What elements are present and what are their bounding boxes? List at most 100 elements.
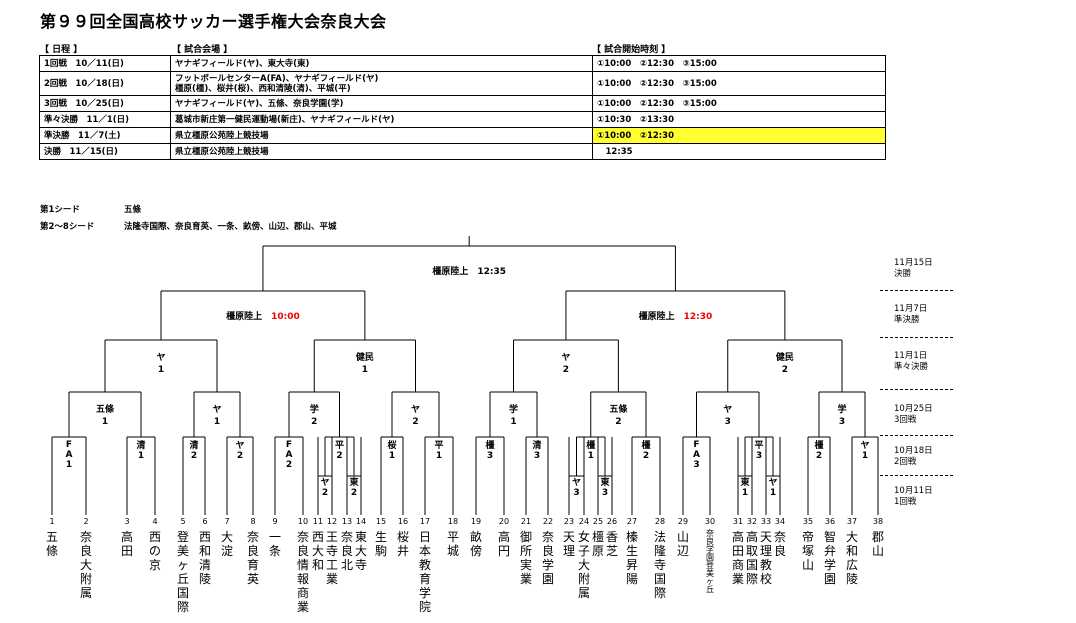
team-number: 35	[803, 517, 813, 526]
qf-venue: 健民	[355, 353, 374, 363]
team-name: 奈良北	[340, 530, 354, 572]
team-name: 天理	[562, 530, 576, 558]
team-number: 27	[627, 517, 637, 526]
team-number: 36	[825, 517, 835, 526]
r2-marker-char: 桜	[387, 441, 397, 451]
team-name: 日本教育学院	[418, 530, 432, 614]
r2-marker-char: 1	[435, 451, 443, 461]
team-number-text: 36	[824, 517, 836, 526]
header-date: 【 日程 】	[40, 45, 83, 55]
team-name: 桜井	[396, 530, 410, 558]
team-number-text: 24	[578, 517, 590, 526]
team-name: 榛生昇陽	[625, 530, 639, 586]
team-name-text: 女子大附属	[577, 530, 590, 600]
team-number: 12	[327, 517, 337, 526]
r3-venue: ヤ	[212, 405, 222, 415]
team-number-text: 4	[152, 517, 158, 526]
r2-marker-char: F	[285, 440, 293, 450]
team-number-text: 22	[542, 517, 554, 526]
team-number-text: 13	[341, 517, 353, 526]
r1-marker-char: 2	[321, 488, 329, 498]
team-number: 32	[747, 517, 757, 526]
r2-marker-char: 橿	[641, 441, 651, 451]
team-name-text: 香芝	[605, 530, 618, 558]
team-name: 畝傍	[469, 530, 483, 558]
team-name: 大和広陵	[845, 530, 859, 586]
r3-venue: 学	[837, 405, 847, 415]
team-number-text: 3	[124, 517, 130, 526]
team-number: 15	[376, 517, 386, 526]
qf-label: 健民 1	[356, 352, 374, 376]
team-name: 智弁学園	[823, 530, 837, 586]
team-name-text: 平城	[446, 530, 459, 558]
r2-marker-char: 平	[754, 441, 764, 451]
team-number: 1	[49, 517, 54, 526]
team-number: 37	[847, 517, 857, 526]
team-name-text: 登美ヶ丘国際	[176, 530, 189, 614]
venue-line: 橿原(橿)、桜井(桜)、西和清陵(清)、平城(平)	[175, 83, 351, 94]
team-name: 郡山	[871, 530, 885, 558]
team-name: 法隆寺国際	[653, 530, 667, 600]
team-name: 大淀	[220, 530, 234, 558]
r2-marker-char: 1	[861, 451, 869, 461]
team-name: 登美ヶ丘国際	[176, 530, 190, 614]
team-number-text: 23	[563, 517, 575, 526]
schedule-row: 3回戦 10／25(日) ヤナギフィールド(ヤ)、五條、奈良学園(学) ①10:…	[39, 95, 886, 112]
team-number: 26	[607, 517, 617, 526]
r2-marker-char: A	[693, 450, 700, 460]
team-number: 31	[733, 517, 743, 526]
team-number-text: 34	[774, 517, 786, 526]
r2-marker-char: 1	[65, 460, 73, 470]
r2-marker-char: 2	[190, 451, 198, 461]
team-number-text: 5	[180, 517, 186, 526]
qf-num: 2	[562, 365, 570, 375]
team-name-text: 奈良	[773, 530, 786, 558]
r3-venue: 五條	[609, 405, 628, 415]
team-name: 香芝	[605, 530, 619, 558]
other-seeds: 第2～8シード 法隆寺国際、奈良育英、一条、畝傍、山辺、郡山、平城	[40, 220, 337, 232]
first-seed-label: 第1シード	[40, 205, 80, 215]
team-number: 38	[873, 517, 883, 526]
team-name-text: 天理教校	[759, 530, 772, 586]
r1-marker-char: 1	[741, 488, 749, 498]
team-name-text: 高田	[120, 530, 133, 558]
team-number-text: 15	[375, 517, 387, 526]
team-name-text: 橿原	[591, 530, 604, 558]
r3-num: 1	[213, 417, 221, 427]
team-name-text: 大和広陵	[845, 530, 858, 586]
team-name: 奈良学園	[541, 530, 555, 586]
r2-marker-char: F	[65, 440, 73, 450]
team-number-text: 29	[677, 517, 689, 526]
team-name-text: 大淀	[220, 530, 233, 558]
team-name-text: 高円	[497, 530, 510, 558]
team-name-text: 御所実業	[519, 530, 532, 586]
r1-marker-char: 3	[573, 488, 580, 498]
team-name-text: 奈良学園登美ヶ丘	[706, 529, 714, 594]
team-name-text: 東大寺	[354, 530, 367, 572]
team-number: 34	[775, 517, 785, 526]
qf-num: 1	[361, 365, 369, 375]
round-date: 10月11日	[894, 486, 933, 496]
venue-line: フットボールセンターA(FA)、ヤナギフィールド(ヤ)	[175, 73, 379, 84]
qf-num: 2	[781, 365, 789, 375]
round-date: 10月25日	[894, 404, 933, 414]
